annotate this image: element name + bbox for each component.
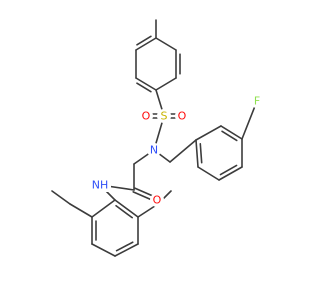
atom-label-o-carbonyl: O [153,194,162,207]
atom-label-s: S [161,110,168,123]
bond-fluorophenyl-2 [220,125,243,140]
bond-aryl-1 [114,199,139,218]
bond-aryl-3 [114,243,139,257]
atom-o-sulfonyl-right: O [175,109,189,123]
atom-label-o-sulfonyl-right: O [178,110,187,123]
atom-n-sulfonamide: N [147,143,161,157]
bond-ethyl-left-2 [51,190,71,205]
bond-aryl-6 [91,199,116,218]
atom-f: F [250,94,264,108]
bond-tolyl-1 [155,37,177,51]
molecule-structure: S O O N F NH O [51,19,264,257]
atom-label-n-sulfonamide: N [150,144,158,157]
bond-fluorophenyl-5 [197,166,220,181]
atom-label-f: F [254,95,260,108]
bond-fluorophenyl-inner-3 [199,142,203,164]
atom-label-nh-amide: NH [92,179,109,192]
atom-label-o-sulfonyl-left: O [142,110,151,123]
bond-aryl-inner-2 [115,241,134,252]
bond-tolyl-3 [155,77,177,91]
atom-label-layer: S O O N F NH O [89,94,264,207]
bond-tolyl-6 [135,37,157,51]
bond-tolyl-4 [135,77,157,91]
bond-tolyl-inner-3 [136,35,152,46]
atom-o-carbonyl: O [150,193,164,207]
bond-fluorophenyl-inner-1 [221,130,238,142]
bond-ethyl-left-1 [69,203,93,218]
bond-fluorophenyl-4 [218,166,243,181]
bond-ch2-aryl [169,139,197,163]
bond-fluorophenyl-1 [195,125,222,141]
bond-fluorophenyl-inner-2 [219,164,238,176]
atom-nh-amide: NH [89,178,111,192]
bond-fluorophenyl-6 [195,139,199,168]
atom-o-sulfonyl-left: O [139,109,153,123]
bond-tolyl-inner-2 [136,82,152,93]
atom-s: S [157,109,171,123]
bond-aryl-inner-1 [115,204,133,219]
bond-aryl-4 [91,243,116,257]
